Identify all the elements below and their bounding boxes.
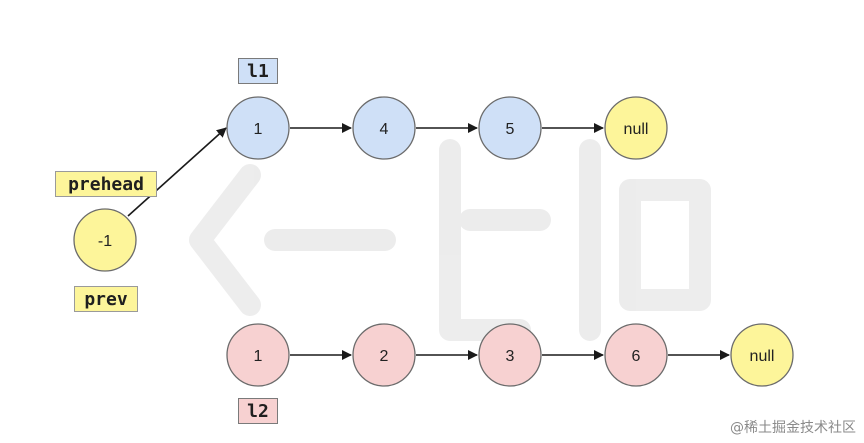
l1-node-3-value: 5 (506, 121, 515, 138)
label-prehead: prehead (55, 171, 157, 197)
l2-node-4: 6 (604, 323, 668, 387)
l2-node-1: 1 (226, 323, 290, 387)
l2-node-null-value: null (750, 348, 775, 365)
l2-node-3-value: 3 (506, 348, 515, 365)
watermark-logo (189, 139, 711, 341)
l1-node-null: null (604, 96, 668, 160)
l2-node-2-value: 2 (380, 348, 389, 365)
arrow-prehead-to-l1-head (127, 127, 227, 217)
l1-node-null-value: null (624, 121, 649, 138)
l2-node-2: 2 (352, 323, 416, 387)
l1-node-2-value: 4 (380, 121, 389, 138)
footer-watermark-text: @稀土掘金技术社区 (730, 420, 856, 436)
l1-node-2: 4 (352, 96, 416, 160)
label-l1: l1 (238, 58, 278, 84)
label-prev: prev (74, 286, 138, 312)
l2-list: 1 2 3 6 null (226, 323, 794, 387)
l1-node-1-value: 1 (254, 121, 263, 138)
node-prehead-value: -1 (98, 233, 112, 250)
l2-node-null: null (730, 323, 794, 387)
arrows (127, 123, 730, 360)
l1-list: 1 4 5 null (226, 96, 668, 160)
l2-node-3: 3 (478, 323, 542, 387)
l2-node-1-value: 1 (254, 348, 263, 365)
l1-node-1: 1 (226, 96, 290, 160)
label-l2: l2 (238, 398, 278, 424)
l1-node-3: 5 (478, 96, 542, 160)
node-prehead: -1 (73, 208, 137, 272)
l2-node-4-value: 6 (632, 348, 641, 365)
